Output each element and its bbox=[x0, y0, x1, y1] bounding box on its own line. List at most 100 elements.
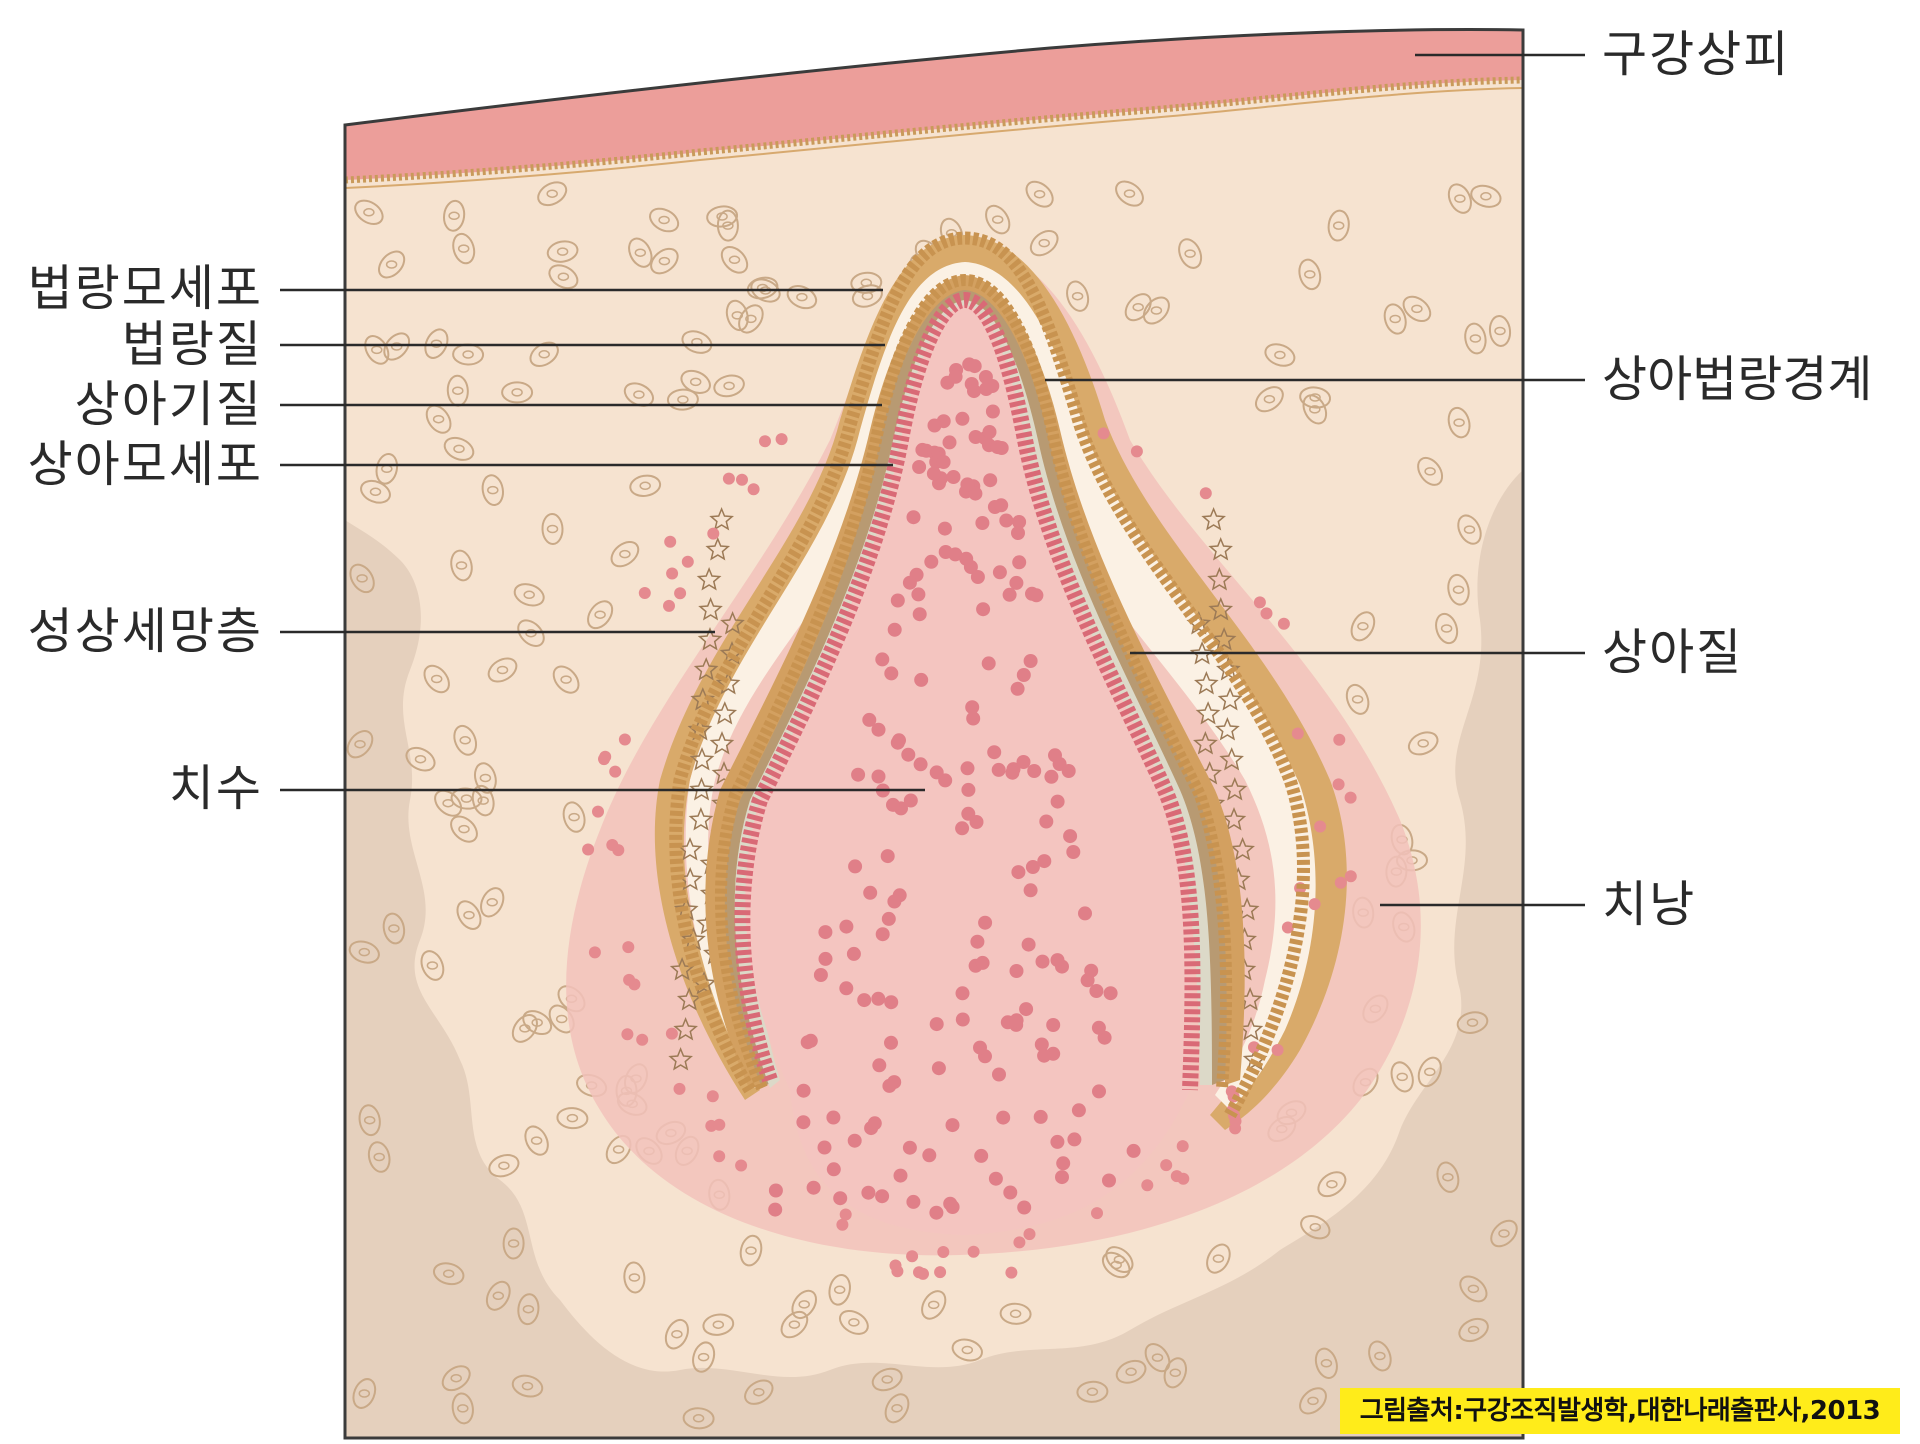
pulp-cell bbox=[847, 947, 861, 961]
pulp-cell bbox=[930, 1017, 944, 1031]
pulp-cell bbox=[1067, 1132, 1081, 1146]
sac-cell bbox=[639, 587, 651, 599]
pulp-cell bbox=[903, 1141, 917, 1155]
pulp-cell bbox=[946, 1200, 960, 1214]
pulp-cell bbox=[946, 1118, 960, 1132]
pulp-cell bbox=[901, 748, 915, 762]
sac-cell bbox=[1177, 1140, 1189, 1152]
pulp-cell bbox=[769, 1184, 783, 1198]
sac-cell bbox=[1171, 1170, 1183, 1182]
sac-cell bbox=[1098, 427, 1110, 439]
pulp-cell bbox=[839, 981, 853, 995]
pulp-cell bbox=[983, 425, 997, 439]
pulp-cell bbox=[1078, 906, 1092, 920]
pulp-cell bbox=[960, 477, 974, 491]
sac-cell bbox=[606, 839, 618, 851]
sac-cell bbox=[666, 568, 678, 580]
pulp-cell bbox=[938, 522, 952, 536]
sac-cell bbox=[666, 1028, 678, 1040]
sac-cell bbox=[592, 806, 604, 818]
pulp-cell bbox=[911, 587, 925, 601]
pulp-cell bbox=[927, 467, 941, 481]
label-dentin: 상아질 bbox=[1602, 628, 1743, 677]
pulp-cell bbox=[1017, 1201, 1031, 1215]
pulp-cell bbox=[1104, 986, 1118, 1000]
sac-cell bbox=[1005, 1267, 1017, 1279]
pulp-cell bbox=[857, 993, 871, 1007]
sac-cell bbox=[1013, 1236, 1025, 1248]
pulp-cell bbox=[1066, 845, 1080, 859]
pulp-cell bbox=[929, 1206, 943, 1220]
sac-cell bbox=[1261, 607, 1273, 619]
pulp-cell bbox=[1092, 1021, 1106, 1035]
pulp-cell bbox=[1005, 766, 1019, 780]
sac-cell bbox=[906, 1250, 918, 1262]
pulp-cell bbox=[930, 765, 944, 779]
pulp-cell bbox=[978, 916, 992, 930]
pulp-cell bbox=[1017, 755, 1031, 769]
pulp-cell bbox=[992, 1068, 1006, 1082]
pulp-cell bbox=[1019, 1002, 1033, 1016]
pulp-cell bbox=[1072, 1103, 1086, 1117]
pulp-cell bbox=[996, 1111, 1010, 1125]
pulp-cell bbox=[971, 570, 985, 584]
pulp-cell bbox=[1024, 883, 1038, 897]
pulp-cell bbox=[1056, 1156, 1070, 1170]
pulp-cell bbox=[932, 1061, 946, 1075]
pulp-cell bbox=[894, 1169, 908, 1183]
pulp-cell bbox=[961, 807, 975, 821]
label-dentinoenamel-junction: 상아법랑경계 bbox=[1602, 355, 1872, 404]
sac-cell bbox=[934, 1266, 946, 1278]
pulp-cell bbox=[768, 1203, 782, 1217]
pulp-cell bbox=[943, 435, 957, 449]
pulp-cell bbox=[882, 1079, 896, 1093]
pulp-cell bbox=[886, 798, 900, 812]
pulp-cell bbox=[884, 1036, 898, 1050]
pulp-cell bbox=[1012, 555, 1026, 569]
sac-cell bbox=[748, 483, 760, 495]
pulp-cell bbox=[979, 370, 993, 384]
pulp-cell bbox=[881, 849, 895, 863]
pulp-cell bbox=[851, 768, 865, 782]
sac-cell bbox=[1254, 596, 1266, 608]
pulp-cell bbox=[1055, 1170, 1069, 1184]
pulp-cell bbox=[1009, 576, 1023, 590]
pulp-cell bbox=[796, 1115, 810, 1129]
pulp-cell bbox=[1003, 1186, 1017, 1200]
label-predentin: 상아기질 bbox=[75, 380, 263, 429]
pulp-cell bbox=[955, 412, 969, 426]
pulp-cell bbox=[1034, 1110, 1048, 1124]
pulp-cell bbox=[876, 927, 890, 941]
pulp-cell bbox=[839, 920, 853, 934]
pulp-cell bbox=[975, 516, 989, 530]
sac-cell bbox=[1272, 1044, 1284, 1056]
pulp-cell bbox=[993, 565, 1007, 579]
label-pulp: 치수 bbox=[169, 764, 263, 813]
pulp-cell bbox=[888, 623, 902, 637]
sac-cell bbox=[1335, 877, 1347, 889]
pulp-cell bbox=[1044, 770, 1058, 784]
pulp-cell bbox=[1003, 588, 1017, 602]
pulp-cell bbox=[848, 1134, 862, 1148]
pulp-cell bbox=[937, 455, 951, 469]
sac-cell bbox=[723, 473, 735, 485]
sac-cell bbox=[1141, 1179, 1153, 1191]
pulp-cell bbox=[967, 384, 981, 398]
sac-cell bbox=[776, 433, 788, 445]
sac-cell bbox=[836, 1219, 848, 1231]
pulp-cell bbox=[992, 763, 1006, 777]
pulp-cell bbox=[906, 1195, 920, 1209]
sac-cell bbox=[623, 974, 635, 986]
sac-cell bbox=[1345, 870, 1357, 882]
pulp-cell bbox=[922, 1148, 936, 1162]
sac-cell bbox=[759, 435, 771, 447]
pulp-cell bbox=[955, 821, 969, 835]
pulp-cell bbox=[892, 733, 906, 747]
sac-cell bbox=[1200, 487, 1212, 499]
sac-cell bbox=[598, 753, 610, 765]
pulp-cell bbox=[1011, 526, 1025, 540]
pulp-cell bbox=[1010, 964, 1024, 978]
sac-cell bbox=[664, 536, 676, 548]
pulp-cell bbox=[1017, 668, 1031, 682]
